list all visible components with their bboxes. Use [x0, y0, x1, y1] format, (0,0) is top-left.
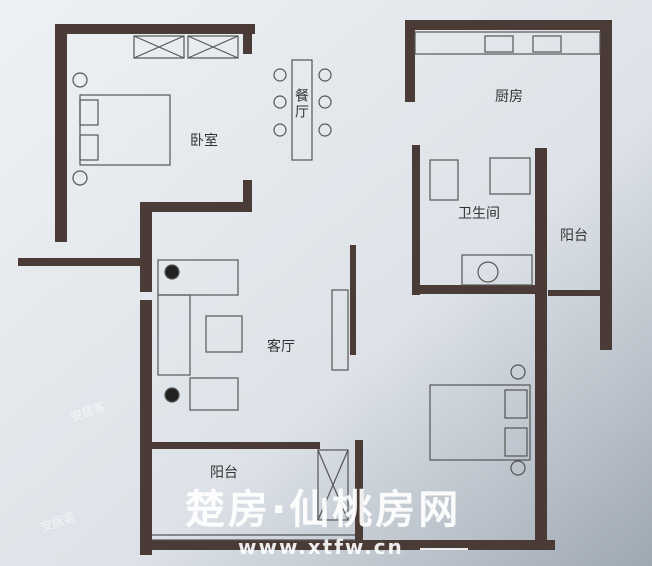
brand-watermark: 楚房·仙桃房网: [185, 487, 462, 533]
room-label-kitchen: 厨房: [495, 89, 523, 105]
room-label-balcony-bottom: 阳台: [210, 465, 238, 481]
furniture: [72, 31, 601, 541]
walls: [18, 20, 612, 555]
room-label-balcony-right: 阳台: [560, 228, 588, 244]
room-label-living: 客厅: [267, 339, 295, 355]
room-label-bedroom-1: 卧室: [190, 133, 218, 149]
room-label-dining: 餐厅: [293, 88, 309, 120]
url-watermark: www.xtfw.cn: [238, 535, 404, 559]
room-label-bathroom: 卫生间: [458, 206, 500, 222]
url-underline: [420, 548, 468, 550]
